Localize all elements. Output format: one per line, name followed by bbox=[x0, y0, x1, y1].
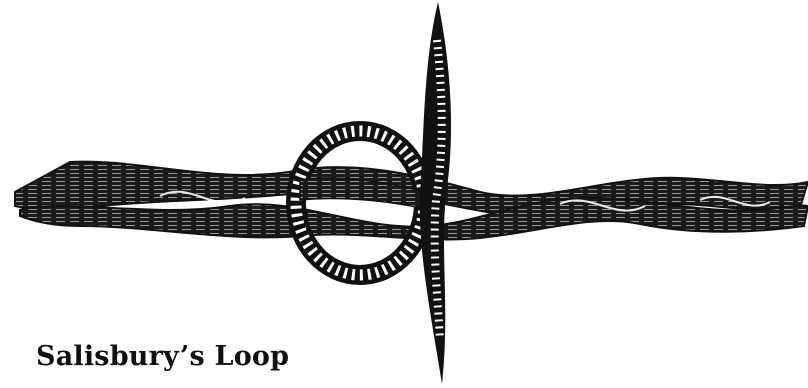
caption-title: Salisbury’s Loop bbox=[36, 340, 289, 374]
